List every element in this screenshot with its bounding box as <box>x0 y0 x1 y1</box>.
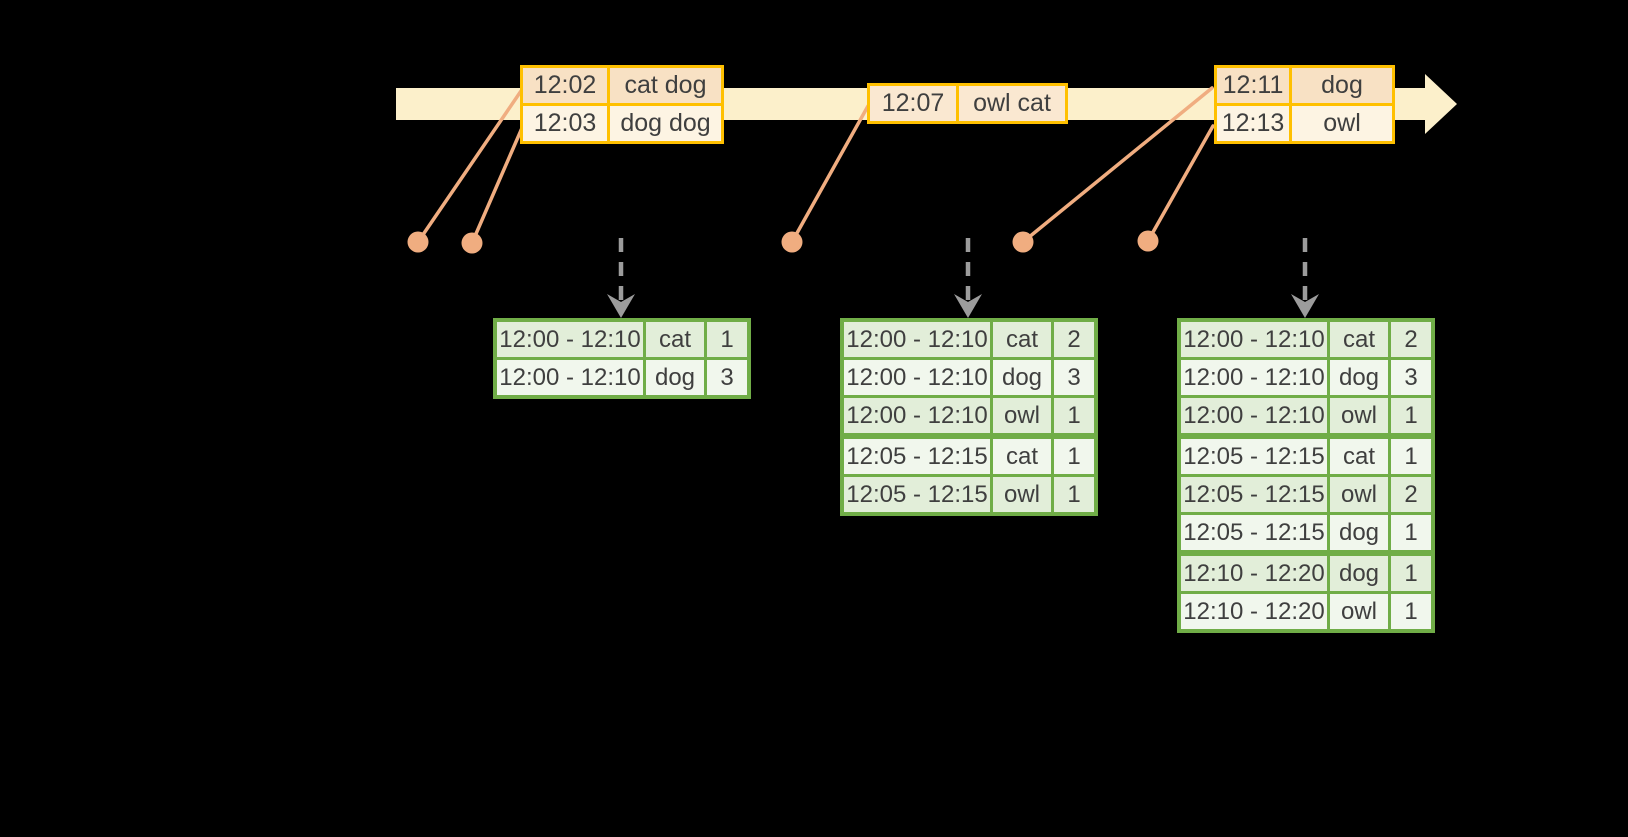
window-cell: 12:00 - 12:10 <box>844 398 990 433</box>
count-cell: 1 <box>1391 594 1431 629</box>
event-marker-dots <box>407 230 1159 254</box>
count-cell: 2 <box>1391 322 1431 357</box>
event-connector-line <box>1021 86 1214 244</box>
count-cell: 1 <box>1391 515 1431 550</box>
event-connector-line <box>470 126 524 245</box>
window-cell: 12:00 - 12:10 <box>844 360 990 395</box>
count-cell: 2 <box>1391 477 1431 512</box>
event-marker-dot-icon <box>407 231 429 253</box>
count-cell: 2 <box>1054 322 1094 357</box>
count-cell: 3 <box>707 360 747 395</box>
words-cell: dog <box>1292 68 1392 103</box>
trigger-arrows <box>607 238 1319 318</box>
window-cell: 12:10 - 12:20 <box>1181 594 1327 629</box>
event-connector-lines <box>416 86 1215 245</box>
window-cell: 12:00 - 12:10 <box>844 322 990 357</box>
event-marker-dot-icon <box>1012 231 1034 253</box>
words-cell: owl <box>1292 106 1392 141</box>
window-cell: 12:05 - 12:15 <box>844 439 990 474</box>
word-cell: cat <box>1330 439 1388 474</box>
event-marker-dot-icon <box>781 231 803 253</box>
count-cell: 1 <box>1054 439 1094 474</box>
window-cell: 12:00 - 12:10 <box>497 322 643 357</box>
word-cell: cat <box>1330 322 1388 357</box>
word-cell: owl <box>1330 594 1388 629</box>
count-cell: 3 <box>1391 360 1431 395</box>
window-cell: 12:05 - 12:15 <box>1181 439 1327 474</box>
word-cell: owl <box>1330 398 1388 433</box>
words-cell: owl cat <box>959 86 1065 121</box>
word-cell: owl <box>993 477 1051 512</box>
word-cell: dog <box>1330 515 1388 550</box>
word-cell: cat <box>993 439 1051 474</box>
window-cell: 12:00 - 12:10 <box>1181 360 1327 395</box>
word-cell: owl <box>993 398 1051 433</box>
arrow-down-icon <box>954 294 982 318</box>
count-cell: 1 <box>1054 398 1094 433</box>
time-cell: 12:07 <box>870 86 956 121</box>
time-cell: 12:13 <box>1217 106 1289 141</box>
window-cell: 12:05 - 12:15 <box>1181 515 1327 550</box>
event-marker-dot-icon <box>461 232 483 254</box>
word-cell: dog <box>646 360 704 395</box>
time-cell: 12:02 <box>523 68 607 103</box>
word-cell: cat <box>993 322 1051 357</box>
window-cell: 12:05 - 12:15 <box>844 477 990 512</box>
window-cell: 12:00 - 12:10 <box>1181 322 1327 357</box>
window-cell: 12:00 - 12:10 <box>497 360 643 395</box>
count-cell: 1 <box>1391 439 1431 474</box>
window-cell: 12:05 - 12:15 <box>1181 477 1327 512</box>
count-cell: 1 <box>1391 556 1431 591</box>
timeline-arrowhead-icon <box>1425 74 1457 134</box>
event-marker-dot-icon <box>1137 230 1159 252</box>
time-cell: 12:11 <box>1217 68 1289 103</box>
window-cell: 12:00 - 12:10 <box>1181 398 1327 433</box>
count-cell: 1 <box>1054 477 1094 512</box>
count-cell: 1 <box>1391 398 1431 433</box>
time-cell: 12:03 <box>523 106 607 141</box>
word-cell: dog <box>1330 360 1388 395</box>
event-connector-line <box>416 89 523 244</box>
word-cell: dog <box>993 360 1051 395</box>
word-cell: owl <box>1330 477 1388 512</box>
word-cell: dog <box>1330 556 1388 591</box>
count-cell: 3 <box>1054 360 1094 395</box>
event-connector-line <box>790 104 870 244</box>
window-cell: 12:10 - 12:20 <box>1181 556 1327 591</box>
word-cell: cat <box>646 322 704 357</box>
count-cell: 1 <box>707 322 747 357</box>
arrow-down-icon <box>1291 294 1319 318</box>
words-cell: dog dog <box>610 106 721 141</box>
arrow-down-icon <box>607 294 635 318</box>
words-cell: cat dog <box>610 68 721 103</box>
event-connector-line <box>1146 124 1215 243</box>
